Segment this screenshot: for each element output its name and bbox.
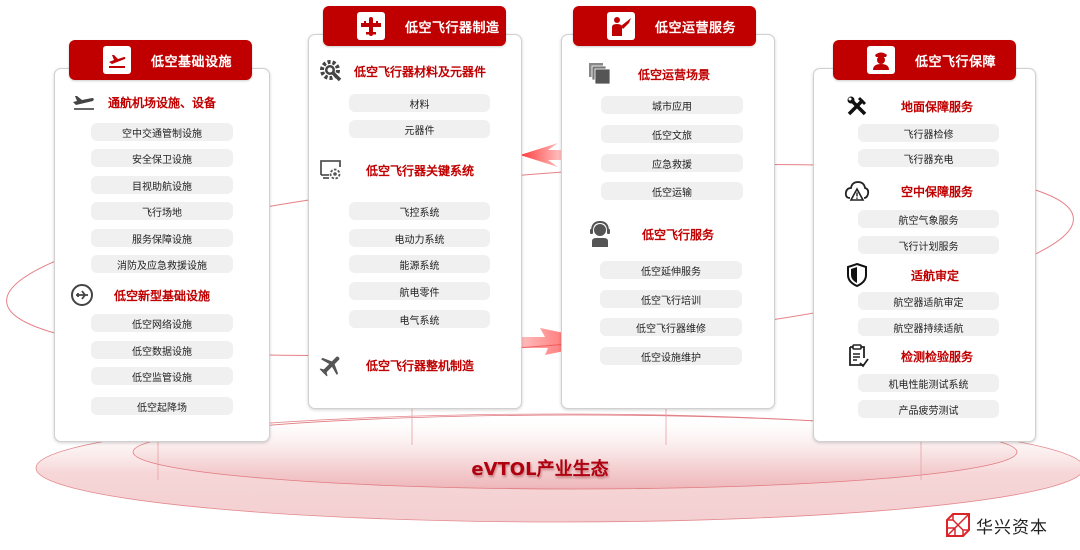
header-operations: 低空运营服务 [573, 6, 756, 46]
header-infrastructure: 低空基础设施 [69, 40, 252, 80]
item-pill: 低空监管设施 [91, 367, 233, 385]
item-pill: 飞行计划服务 [858, 236, 999, 254]
item-pill: 低空运输 [601, 182, 743, 200]
item-pill: 元器件 [349, 120, 490, 138]
brand-logo: 华兴资本 [945, 512, 1048, 538]
item-pill: 消防及应急救援设施 [91, 255, 233, 273]
headset-operator-icon [586, 220, 614, 248]
item-pill: 电气系统 [349, 310, 490, 328]
section-title: 低空飞行器整机制造 [366, 358, 475, 373]
item-pill: 飞行场地 [91, 202, 233, 220]
item-pill: 服务保障设施 [91, 229, 233, 247]
monitor-gear-icon [317, 156, 345, 184]
item-pill: 飞行器检修 [858, 124, 999, 142]
item-pill: 低空网络设施 [91, 314, 233, 332]
section-title: 低空飞行器关键系统 [366, 163, 475, 178]
item-pill: 低空延伸服务 [600, 261, 742, 279]
header-title: 低空运营服务 [655, 20, 737, 36]
item-pill: 材料 [349, 94, 490, 112]
item-pill: 电动力系统 [349, 229, 490, 247]
section-airworthiness: 适航审定 [843, 261, 959, 289]
airplane-takeoff-icon [70, 88, 98, 116]
gear-wrench-icon [317, 57, 345, 85]
item-pill: 低空飞行器维修 [600, 318, 742, 336]
arrow-left-icon [520, 143, 562, 167]
officer-icon [867, 46, 895, 74]
section-title: 地面保障服务 [901, 99, 974, 114]
item-pill: 产品疲劳测试 [858, 400, 999, 418]
item-pill: 能源系统 [349, 255, 490, 273]
pilot-plane-icon [607, 12, 635, 40]
item-pill: 航电零件 [349, 282, 490, 300]
item-pill: 飞控系统 [349, 202, 490, 220]
header-title: 低空飞行器制造 [405, 20, 500, 36]
item-pill: 低空数据设施 [91, 341, 233, 359]
header-title: 低空飞行保障 [915, 54, 997, 70]
item-pill: 航空器适航审定 [858, 292, 999, 310]
section-title: 检测检验服务 [901, 349, 974, 364]
section-aircraft-manufacturing: 低空飞行器整机制造 [317, 351, 474, 379]
section-testing-services: 检测检验服务 [843, 342, 973, 370]
item-pill: 低空飞行培训 [600, 290, 742, 308]
item-pill: 应急救援 [601, 154, 743, 172]
section-air-services: 空中保障服务 [843, 177, 973, 205]
section-title: 空中保障服务 [901, 184, 974, 199]
inner-platform-ellipse [132, 414, 1018, 490]
aircraft-icon [357, 12, 385, 40]
item-pill: 飞行器充电 [858, 149, 999, 167]
section-title: 低空运营场景 [638, 67, 711, 82]
section-new-infrastructure: 低空新型基础设施 [68, 281, 210, 309]
stacked-layers-icon [586, 60, 614, 88]
section-ground-services: 地面保障服务 [843, 92, 973, 120]
item-pill: 低空设施维护 [600, 347, 742, 365]
section-flight-services: 低空飞行服务 [586, 220, 714, 248]
section-materials-components: 低空飞行器材料及元器件 [317, 57, 486, 85]
section-airport-facilities: 通航机场设施、设备 [70, 88, 216, 116]
airplane-icon [317, 351, 345, 379]
takeoff-icon [103, 46, 131, 74]
item-pill: 低空文旅 [601, 125, 743, 143]
item-pill: 机电性能测试系统 [858, 374, 999, 392]
brand-cube-icon [946, 513, 970, 537]
header-assurance: 低空飞行保障 [833, 40, 1016, 80]
section-operation-scenarios: 低空运营场景 [586, 60, 710, 88]
tools-icon [843, 92, 871, 120]
airplane-circle-icon [68, 281, 96, 309]
brand-name: 华兴资本 [976, 517, 1048, 538]
section-key-systems: 低空飞行器关键系统 [317, 156, 474, 184]
ecosystem-title: eVTOL产业生态 [471, 459, 609, 480]
item-pill: 低空起降场 [91, 397, 233, 415]
arrow-right-icon [490, 328, 608, 355]
section-title: 通航机场设施、设备 [108, 95, 217, 110]
clipboard-check-icon [843, 342, 871, 370]
item-pill: 航空气象服务 [858, 210, 999, 228]
section-title: 适航审定 [911, 268, 960, 283]
header-manufacturing: 低空飞行器制造 [323, 6, 506, 46]
section-title: 低空飞行器材料及元器件 [354, 64, 487, 79]
item-pill: 城市应用 [601, 96, 743, 114]
item-pill: 安全保卫设施 [91, 149, 233, 167]
item-pill: 空中交通管制设施 [91, 123, 233, 141]
item-pill: 目视助航设施 [91, 176, 233, 194]
cloud-warning-icon [843, 177, 871, 205]
header-title: 低空基础设施 [151, 54, 233, 70]
section-title: 低空新型基础设施 [114, 288, 211, 303]
section-title: 低空飞行服务 [642, 227, 715, 242]
item-pill: 航空器持续适航 [858, 318, 999, 336]
shield-icon [843, 261, 871, 289]
